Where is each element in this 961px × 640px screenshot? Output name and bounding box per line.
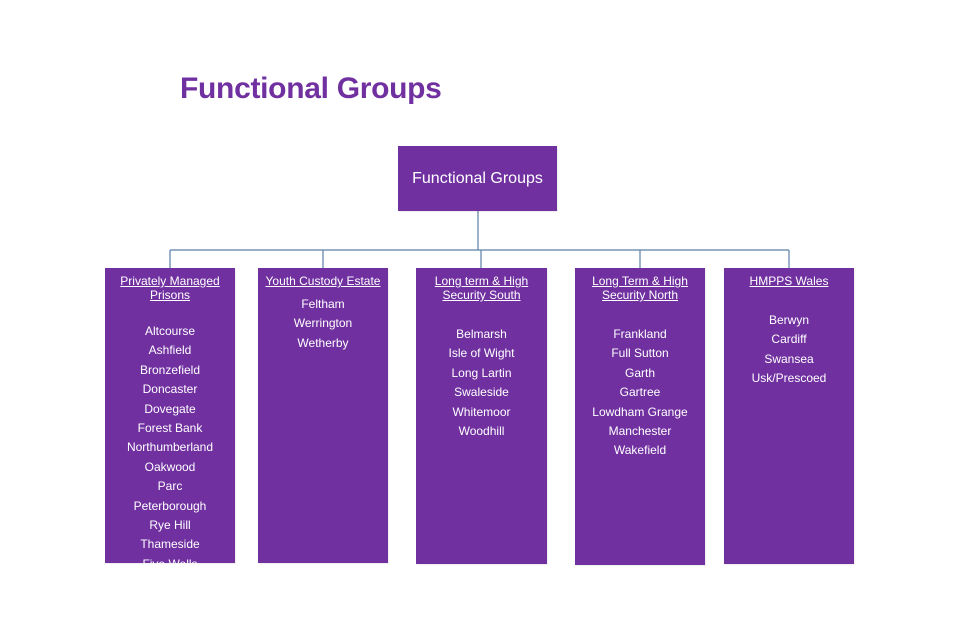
- group-header: Youth Custody Estate: [265, 274, 381, 288]
- list-item: Thameside: [140, 537, 200, 552]
- group-privately-managed-prisons: Privately Managed Prisons Altcourse Ashf…: [105, 268, 235, 571]
- list-item: Peterborough: [133, 498, 207, 513]
- list-item: Full Sutton: [611, 346, 669, 361]
- group-header: Long term & High Security South: [434, 274, 529, 302]
- member-list: Belmarsh Isle of Wight Long Lartin Swale…: [416, 325, 547, 441]
- list-item: Woodhill: [458, 424, 505, 439]
- list-item: Altcourse: [144, 324, 196, 338]
- group-header: Privately Managed Prisons: [120, 274, 220, 302]
- list-item: Long Lartin: [451, 365, 512, 380]
- list-item: Ashfield: [148, 343, 192, 358]
- group-header: HMPPS Wales: [749, 274, 829, 288]
- list-item: Northumberland: [126, 440, 214, 455]
- group-youth-custody-estate: Youth Custody Estate Feltham Werrington …: [258, 268, 388, 563]
- group-long-term-high-security-north: Long Term & High Security North Franklan…: [575, 268, 705, 565]
- list-item: Parc: [157, 479, 183, 494]
- list-item: Manchester: [608, 424, 672, 439]
- group-hmpps-wales: HMPPS Wales Berwyn Cardiff Swansea Usk/P…: [724, 268, 854, 564]
- list-item: Garth: [624, 365, 655, 380]
- list-item: Five Wells: [142, 556, 198, 571]
- list-item: Lowdham Grange: [592, 404, 688, 419]
- list-item: Wetherby: [297, 335, 349, 350]
- member-list: Frankland Full Sutton Garth Gartree Lowd…: [575, 325, 705, 461]
- member-list: Feltham Werrington Wetherby: [258, 295, 388, 353]
- list-item: Isle of Wight: [448, 346, 515, 361]
- root-node-label: Functional Groups: [412, 169, 543, 187]
- member-list: Berwyn Cardiff Swansea Usk/Prescoed: [724, 311, 854, 389]
- list-item: Cardiff: [771, 332, 807, 347]
- list-item: Oakwood: [144, 459, 196, 474]
- list-item: Bronzefield: [139, 362, 201, 377]
- list-item: Whitemoor: [452, 404, 511, 419]
- list-item: Belmarsh: [456, 327, 507, 341]
- list-item: Werrington: [293, 316, 353, 331]
- group-long-term-high-security-south: Long term & High Security South Belmarsh…: [416, 268, 547, 564]
- list-item: Swaleside: [454, 385, 509, 400]
- list-item: Dovegate: [144, 401, 196, 416]
- list-item: Usk/Prescoed: [751, 371, 827, 386]
- list-item: Wakefield: [613, 443, 667, 458]
- page-title: Functional Groups: [180, 72, 442, 105]
- group-header: Long Term & High Security North: [592, 274, 688, 302]
- list-item: Rye Hill: [149, 518, 191, 533]
- member-list: Altcourse Ashfield Bronzefield Doncaster…: [105, 322, 235, 574]
- list-item: Doncaster: [142, 382, 198, 397]
- list-item: Forest Bank: [137, 421, 203, 436]
- root-node-functional-groups: Functional Groups: [398, 146, 557, 211]
- list-item: Swansea: [764, 351, 814, 366]
- list-item: Frankland: [613, 327, 667, 341]
- list-item: Gartree: [619, 385, 661, 400]
- list-item: Berwyn: [768, 313, 809, 327]
- list-item: Feltham: [301, 297, 345, 311]
